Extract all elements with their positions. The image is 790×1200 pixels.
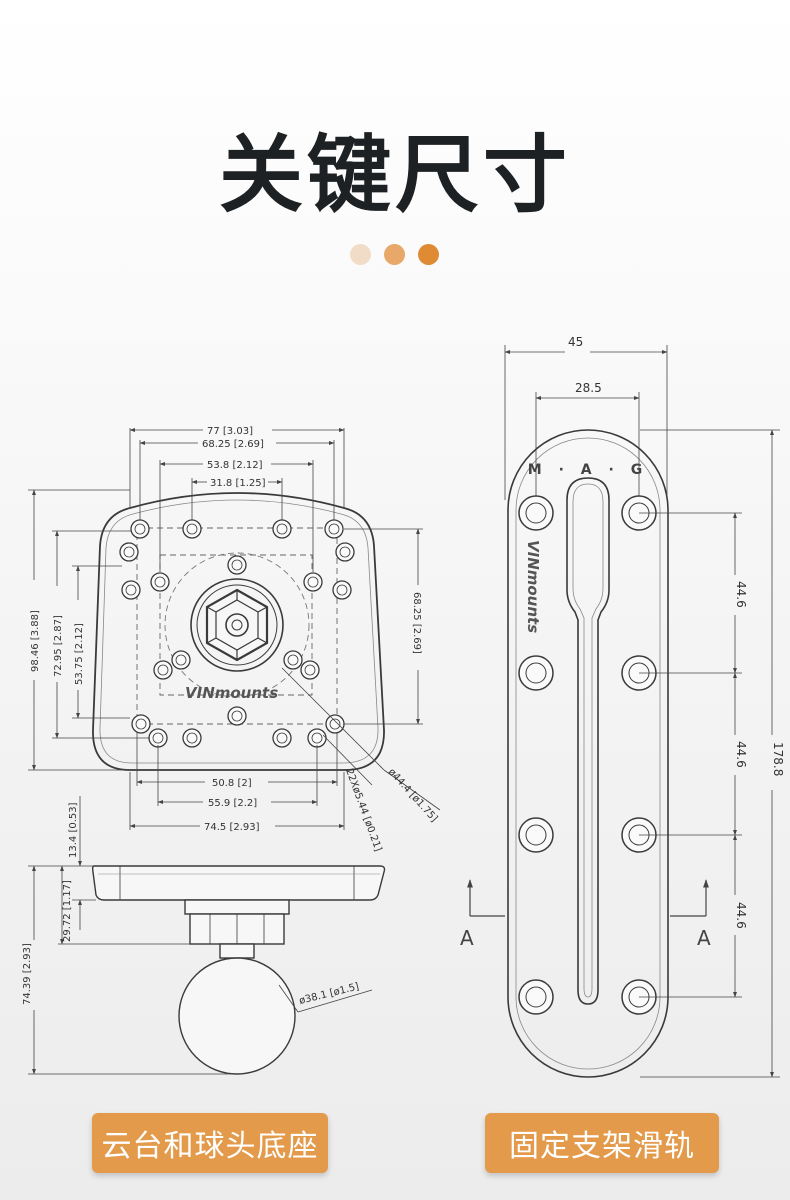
dim-74-39: 74.39 [2.93] xyxy=(22,943,33,1005)
dim-29-72: 29.72 [1.17] xyxy=(62,880,73,942)
dim-width-28-5: 28.5 xyxy=(575,381,602,395)
dim-98-46: 98.46 [3.88] xyxy=(30,610,41,672)
decor-dot-dark xyxy=(418,244,439,265)
dim-68-25: 68.25 [2.69] xyxy=(202,439,264,450)
left-side-view xyxy=(91,865,386,1075)
decor-dots xyxy=(350,244,439,265)
dim-74-5: 74.5 [2.93] xyxy=(204,822,260,833)
dim-55-9: 55.9 [2.2] xyxy=(208,798,257,809)
left-logo: VINmounts xyxy=(185,684,278,702)
dim-hole-diameter: 22Xø5.44 [ø0.21] xyxy=(343,767,383,853)
dim-53-75: 53.75 [2.12] xyxy=(74,623,85,685)
left-side-dimension-lines xyxy=(28,796,373,1075)
page-title: 关键尺寸 xyxy=(218,126,571,224)
decor-dot-light xyxy=(350,244,371,265)
dim-hub-diameter: ø44.4 [ø1.75] xyxy=(386,767,440,825)
dim-pitch-3: 44.6 xyxy=(734,902,748,929)
dim-13-4: 13.4 [0.53] xyxy=(68,802,79,858)
left-dimension-lines xyxy=(28,428,441,830)
right-dimension-lines xyxy=(467,345,780,1078)
dim-width-45: 45 xyxy=(568,335,583,349)
right-logo: VINmounts xyxy=(524,540,542,633)
dim-pitch-2: 44.6 xyxy=(734,741,748,768)
dim-53-8: 53.8 [2.12] xyxy=(207,460,263,471)
right-dimension-labels: 45 28.5 44.6 44.6 44.6 178.8 A A xyxy=(460,335,785,950)
dim-total-length: 178.8 xyxy=(771,742,785,776)
section-mark-right: A xyxy=(697,926,711,950)
dim-72-95: 72.95 [2.87] xyxy=(53,615,64,677)
dim-31-8: 31.8 [1.25] xyxy=(210,478,266,489)
section-mark-left: A xyxy=(460,926,474,950)
left-top-view xyxy=(92,492,385,771)
left-mounting-holes xyxy=(119,519,355,748)
dim-50-8: 50.8 [2] xyxy=(212,778,252,789)
dim-pitch-1: 44.6 xyxy=(734,581,748,608)
dim-right-68-25: 68.25 [2.69] xyxy=(411,592,422,654)
rail-top-text: M · A · G xyxy=(528,462,648,478)
decor-dot-medium xyxy=(384,244,405,265)
right-rail-view xyxy=(507,429,669,1078)
label-gimbal-ball-base: 云台和球头底座 xyxy=(92,1113,328,1173)
label-slide-rail: 固定支架滑轨 xyxy=(485,1113,719,1173)
dim-77: 77 [3.03] xyxy=(207,426,253,437)
